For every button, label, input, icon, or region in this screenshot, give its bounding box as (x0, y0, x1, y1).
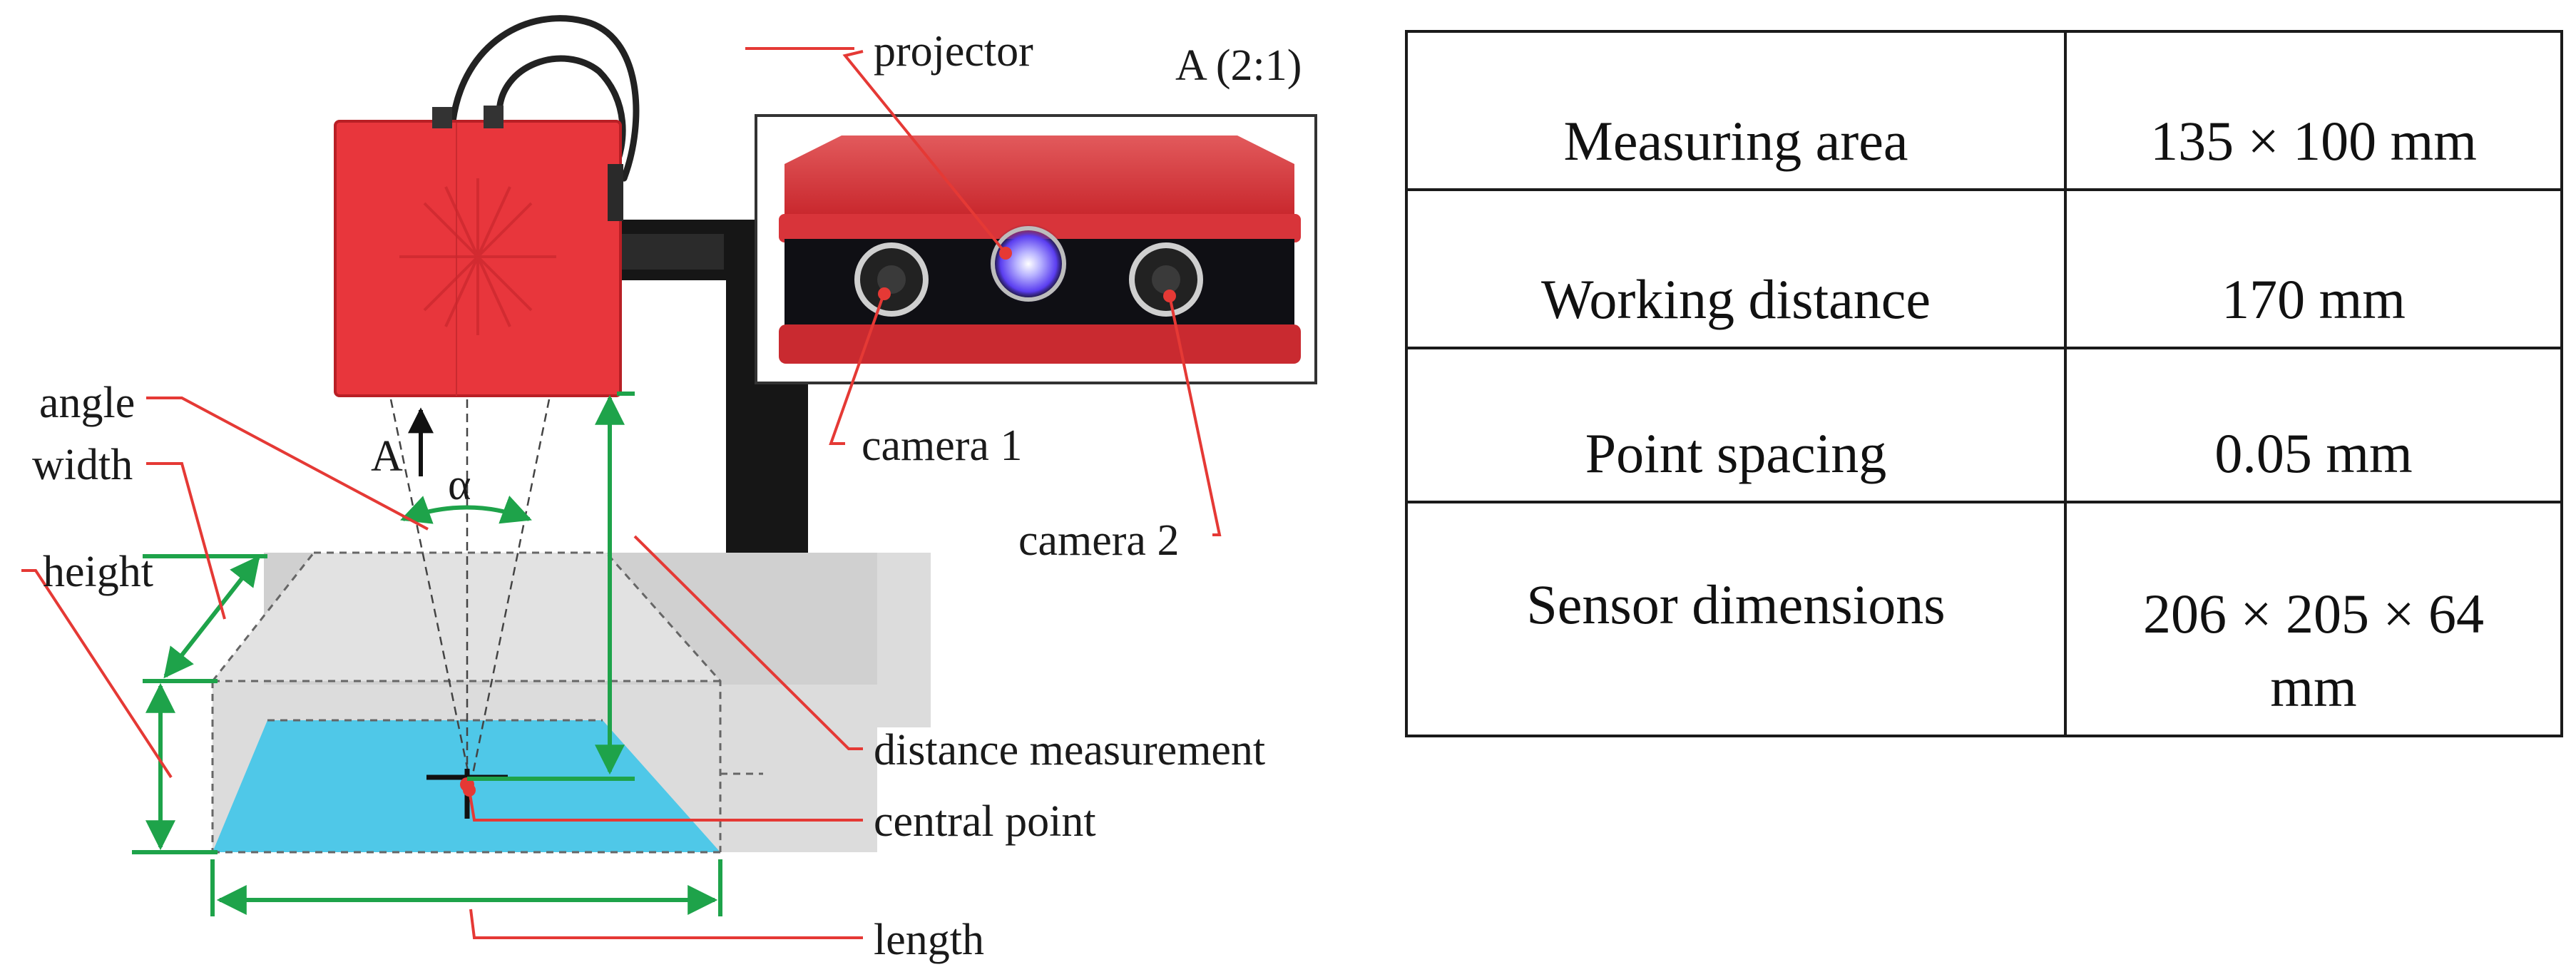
view-arrow: A (371, 407, 434, 481)
cables (449, 15, 640, 182)
view-arrow-label: A (371, 432, 403, 481)
dimension-lines (132, 392, 722, 916)
height-label: height (43, 548, 153, 596)
specifications-table: Measuring area 135 × 100 mm Working dist… (1405, 30, 2563, 737)
camera-1-lens (854, 242, 929, 317)
spec-value: 170 mm (2064, 188, 2563, 349)
spec-value: 135 × 100 mm (2064, 30, 2563, 191)
table-row: Working distance 170 mm (1405, 188, 2563, 349)
central-point-label: central point (874, 797, 1096, 846)
angle-label: angle (39, 379, 135, 427)
table-row: Point spacing 0.05 mm (1405, 347, 2563, 503)
sensor-diagram: A α (21, 15, 1317, 964)
projector-lens (988, 224, 1068, 304)
sensor-housing (334, 106, 623, 397)
camera-2-lens (1129, 242, 1203, 317)
measuring-volume (211, 399, 931, 854)
length-label: length (874, 916, 984, 964)
camera-1-label: camera 1 (862, 421, 1022, 470)
inset-scale-label: A (2:1) (1175, 41, 1302, 90)
leader-lines (21, 47, 1222, 939)
projector-label: projector (874, 27, 1033, 76)
inset-view-frame (755, 114, 1317, 384)
distance-label: distance measurement (874, 726, 1265, 774)
table-row: Measuring area 135 × 100 mm (1405, 30, 2563, 191)
spec-label: Measuring area (1405, 30, 2067, 191)
spec-label: Working distance (1405, 188, 2067, 349)
camera-2-label: camera 2 (1018, 516, 1179, 565)
table-row: Sensor dimensions 206 × 205 × 64 mm (1405, 501, 2563, 737)
spec-value: 0.05 mm (2064, 347, 2563, 503)
leader-dots (463, 247, 1176, 797)
spec-value: 206 × 205 × 64 mm (2064, 501, 2563, 737)
alpha-label: α (448, 461, 471, 509)
spec-label: Sensor dimensions (1405, 501, 2067, 737)
spec-label: Point spacing (1405, 347, 2067, 503)
width-label: width (32, 441, 133, 489)
